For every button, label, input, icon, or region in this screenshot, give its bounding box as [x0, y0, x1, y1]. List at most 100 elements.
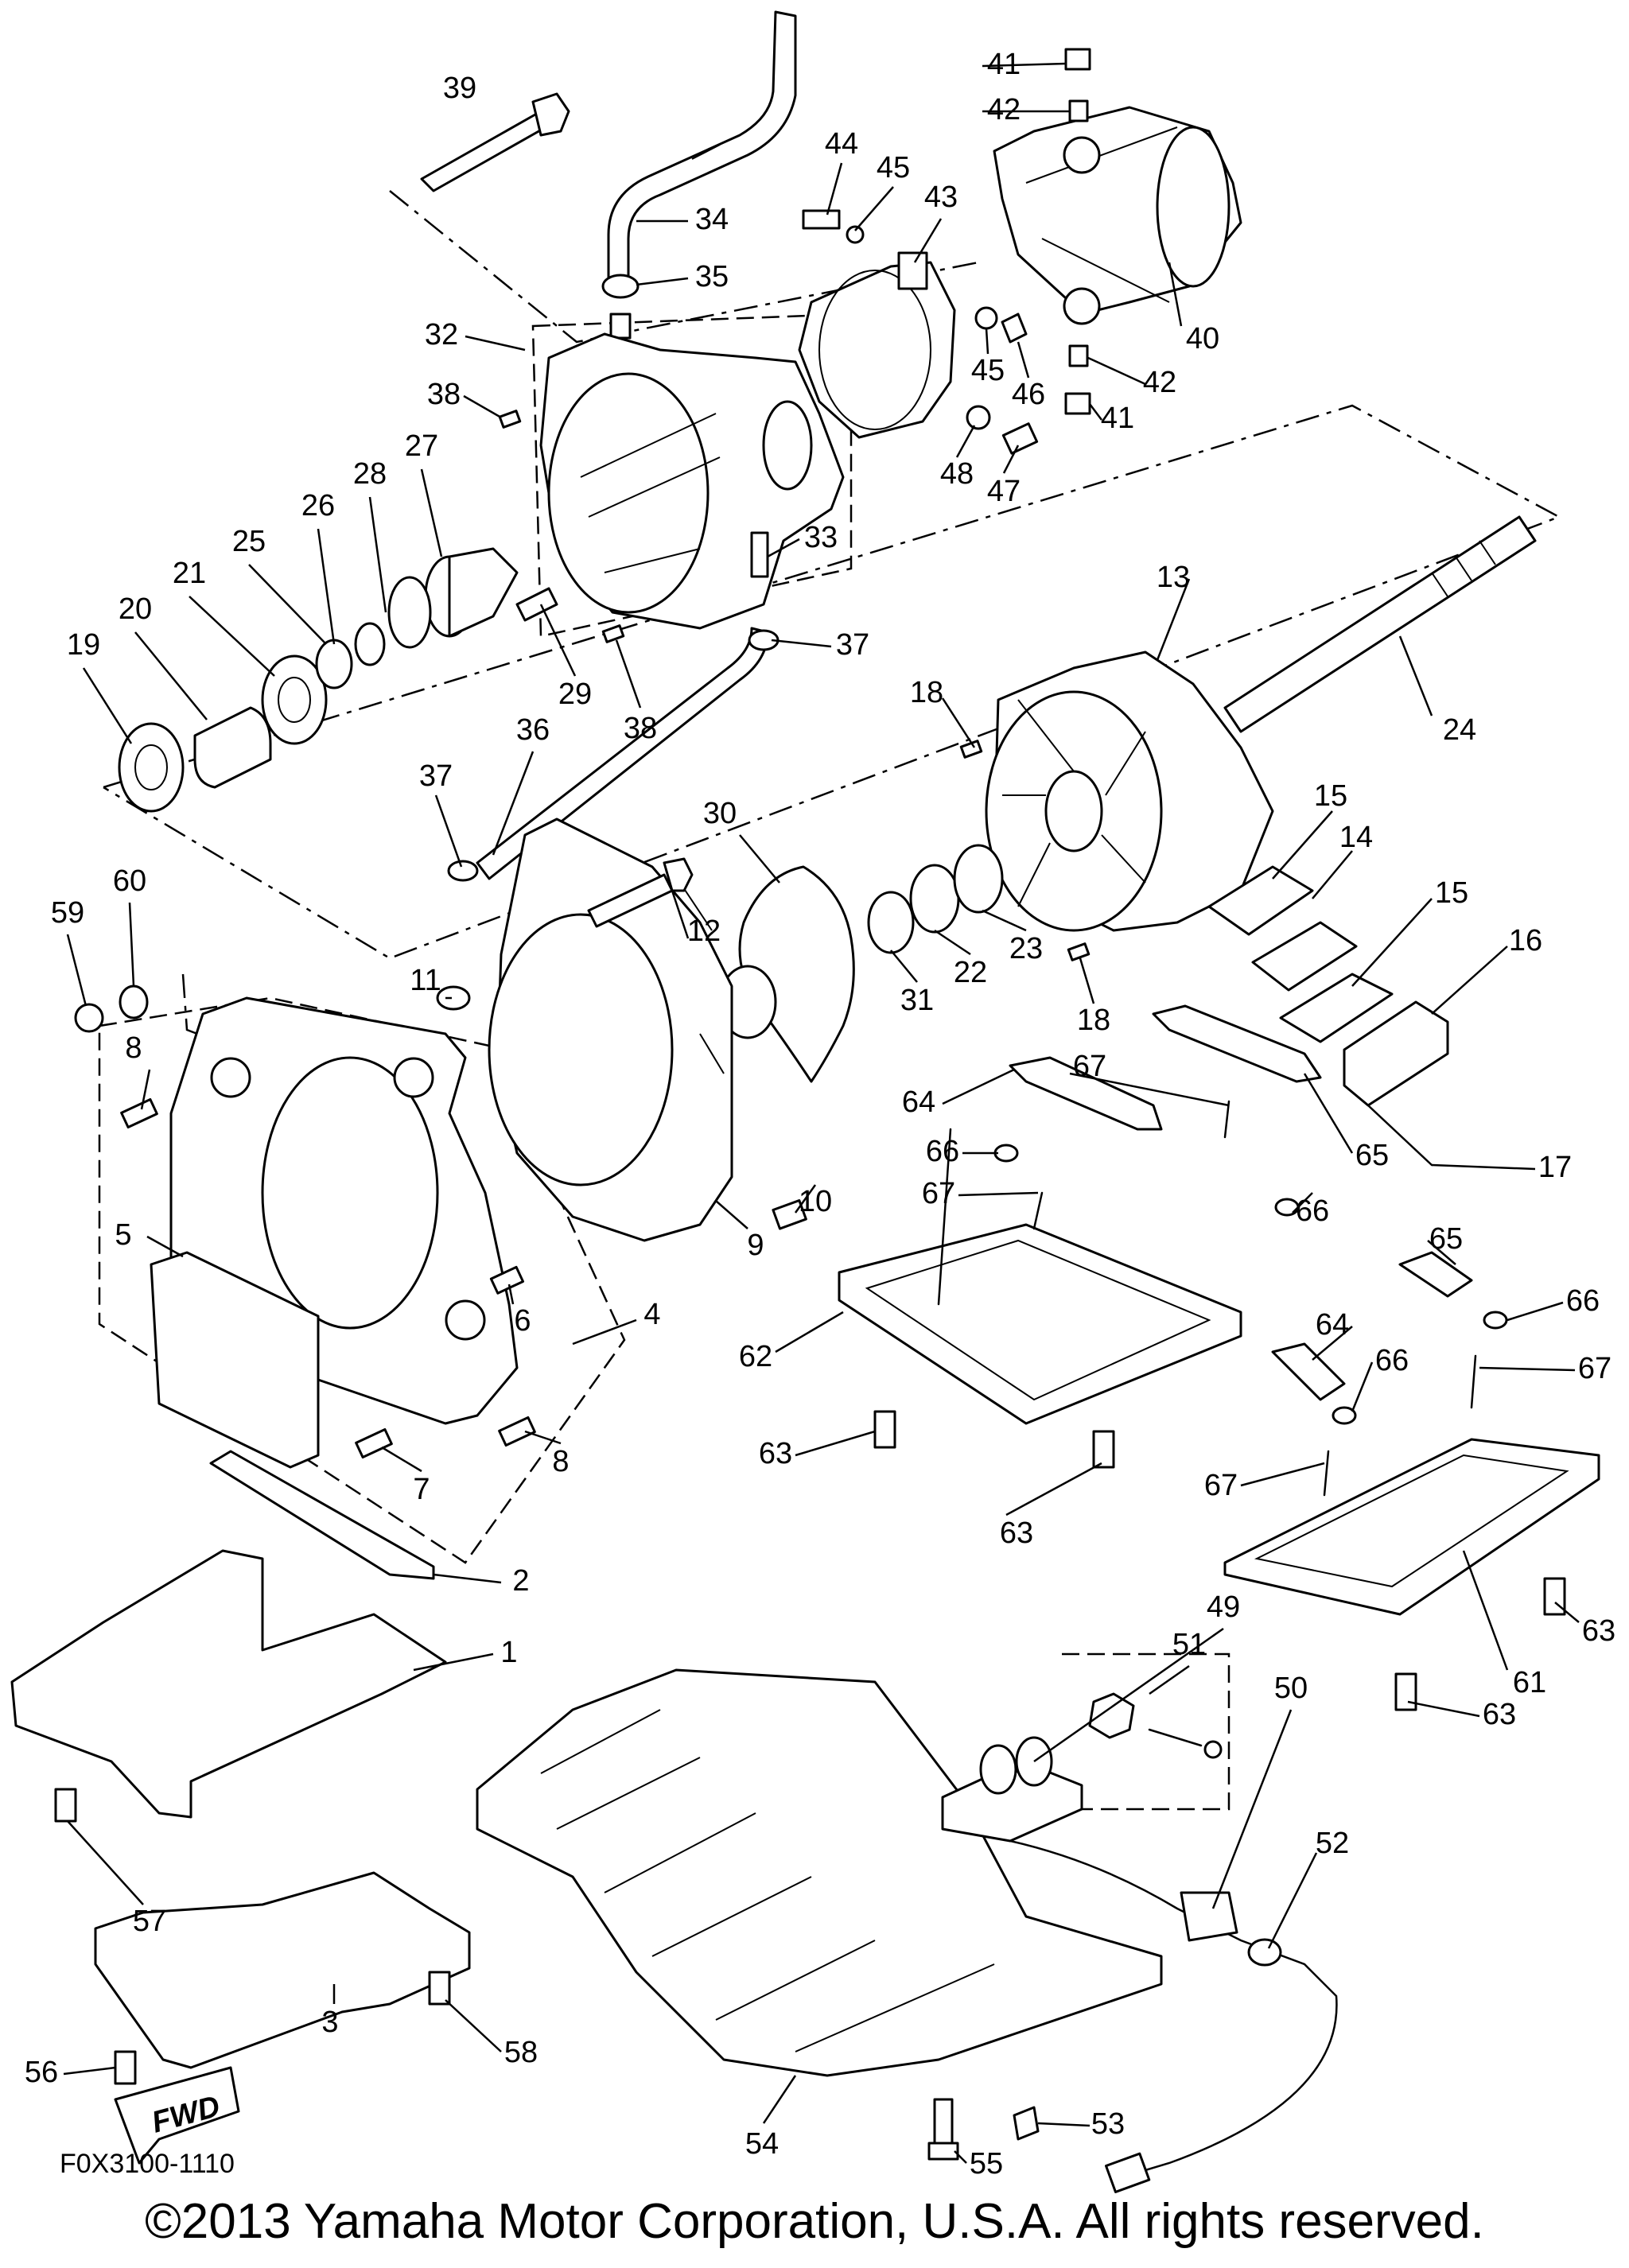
callout-64: 64: [902, 1085, 935, 1119]
impeller-30: [718, 865, 855, 1083]
callout-32: 32: [425, 318, 458, 351]
callout-12: 12: [687, 915, 721, 948]
callout-11: 11: [410, 964, 441, 997]
callout-14: 14: [1339, 821, 1373, 854]
callout-66: 66: [926, 1135, 959, 1168]
callout-1: 1: [500, 1636, 517, 1669]
callout-67: 67: [922, 1177, 955, 1210]
callout-8: 8: [125, 1031, 142, 1065]
callout-25: 25: [232, 525, 266, 558]
ride-plate-61: [1223, 1438, 1600, 1616]
callout-48: 48: [940, 457, 974, 491]
callout-42: 42: [1143, 366, 1176, 399]
plate-5: [150, 1251, 320, 1469]
pin-38: [498, 410, 625, 643]
callout-31: 31: [900, 984, 934, 1017]
pins-6-7-8: [120, 1097, 536, 1459]
callout-64: 64: [1316, 1308, 1349, 1342]
callout-55: 55: [970, 2147, 1003, 2181]
callout-28: 28: [353, 457, 387, 491]
sensor-parts-51: [1088, 1692, 1223, 1759]
callout-65: 65: [1429, 1222, 1463, 1256]
callout-6: 6: [514, 1304, 531, 1338]
callout-2: 2: [512, 1564, 529, 1598]
callout-44: 44: [825, 127, 858, 161]
fwd-arrow: FWD: [114, 2066, 240, 2165]
callout-59: 59: [51, 896, 84, 930]
callout-66: 66: [1296, 1194, 1329, 1228]
callout-37: 37: [419, 759, 453, 793]
callout-20: 20: [119, 592, 152, 626]
bolts-56-57-58: [54, 1788, 451, 2085]
sensor-49: [941, 1736, 1083, 1843]
seals-22-23-31: [867, 844, 1004, 954]
callout-52: 52: [1316, 1827, 1349, 1860]
callout-8: 8: [552, 1445, 569, 1478]
callout-67: 67: [1073, 1050, 1106, 1083]
callout-38: 38: [427, 378, 461, 411]
callout-10: 10: [799, 1185, 832, 1218]
callout-15: 15: [1314, 779, 1347, 813]
callout-46: 46: [1012, 378, 1045, 411]
callout-66: 66: [1566, 1284, 1600, 1318]
callout-63: 63: [1582, 1614, 1615, 1648]
callout-37: 37: [836, 628, 869, 662]
gasket-cover-14-16: [1207, 865, 1449, 1167]
callout-24: 24: [1443, 713, 1476, 747]
ride-plate-62: [838, 1128, 1242, 1425]
callout-63: 63: [759, 1437, 792, 1470]
bolt-44: [802, 209, 865, 244]
bolts-63: [873, 1410, 1566, 1711]
rails-64-65: [1009, 1004, 1473, 1401]
impeller-housing-13: [985, 650, 1274, 932]
callout-17: 17: [1538, 1151, 1572, 1184]
figure-code: F0X3100-1110: [60, 2149, 235, 2179]
callout-67: 67: [1578, 1352, 1612, 1385]
washers-66-screws-67: [993, 1100, 1508, 1497]
leader-lines: [63, 62, 1580, 2164]
drive-shaft-24: [1223, 515, 1537, 733]
callout-45: 45: [971, 354, 1005, 387]
callout-63: 63: [1000, 1517, 1033, 1550]
callout-29: 29: [558, 678, 592, 711]
callout-26: 26: [301, 489, 335, 522]
bracket-1: [10, 1549, 447, 1819]
callout-27: 27: [405, 429, 438, 463]
callout-34: 34: [695, 203, 729, 236]
callout-50: 50: [1274, 1672, 1308, 1705]
callout-56: 56: [25, 2056, 58, 2089]
cap-27: [387, 547, 519, 649]
clamp-37: [447, 629, 780, 882]
copyright-notice: ©2013 Yamaha Motor Corporation, U.S.A. A…: [145, 2194, 1484, 2249]
guard-54: [476, 1668, 1163, 2077]
callout-53: 53: [1091, 2107, 1125, 2141]
callout-21: 21: [173, 557, 206, 590]
callout-42: 42: [987, 93, 1021, 126]
bolt-41-42: [1064, 48, 1091, 415]
callout-33: 33: [804, 521, 838, 554]
callout-41: 41: [987, 48, 1021, 81]
callout-63: 63: [1483, 1698, 1516, 1731]
reverse-gate-40: [993, 106, 1242, 325]
pin-18: [959, 740, 1091, 961]
callout-38: 38: [624, 712, 657, 745]
screw-53-bolt-55: [927, 2098, 1040, 2161]
callout-58: 58: [504, 2036, 538, 2069]
sensor-cable-50-52: [1009, 1839, 1338, 2193]
callout-65: 65: [1355, 1139, 1389, 1172]
callout-labels: 1234567889101112131415151617181819202122…: [25, 48, 1615, 2181]
callout-18: 18: [910, 676, 943, 709]
callout-3: 3: [321, 2006, 338, 2039]
stay-9: [488, 817, 733, 1242]
clamp-35: [601, 274, 640, 340]
callout-15: 15: [1435, 876, 1468, 910]
callout-40: 40: [1186, 322, 1219, 355]
callout-66: 66: [1375, 1344, 1409, 1377]
callout-5: 5: [115, 1218, 131, 1252]
callout-67: 67: [1204, 1469, 1238, 1502]
bolt-47-48: [966, 405, 1039, 455]
callout-41: 41: [1101, 402, 1134, 435]
callout-45: 45: [877, 151, 910, 184]
callout-30: 30: [703, 797, 737, 830]
